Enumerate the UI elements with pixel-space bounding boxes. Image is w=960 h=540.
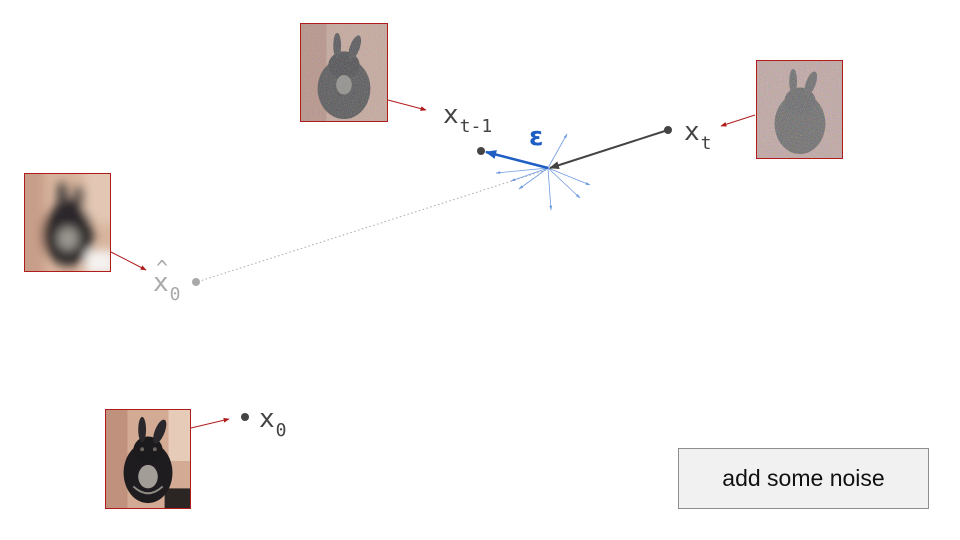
rabbit-photo-icon [25, 174, 110, 271]
label-base: x [259, 404, 275, 434]
connector-arrow-x0-hat [110, 251, 147, 271]
add-noise-button-label: add some noise [722, 465, 885, 491]
label-base: x [443, 100, 459, 130]
rabbit-photo-icon [301, 24, 387, 121]
connector-arrow-x-t [720, 114, 756, 127]
thumbnail-x0-hat [24, 173, 111, 272]
noise-arrow [518, 167, 549, 190]
connector-arrow-x-t-minus-1 [387, 99, 427, 111]
point-x-t [664, 126, 672, 134]
label-base: x [684, 117, 700, 147]
point-x0-hat [192, 278, 200, 286]
noise-arrow [547, 167, 581, 199]
thumbnail-x0 [105, 409, 191, 509]
hat-accent: ^ [156, 256, 169, 280]
thumbnail-x-t-minus-1 [300, 23, 388, 122]
noise-arrow [547, 167, 553, 211]
epsilon-label: ε [529, 122, 544, 152]
point-x-t-minus-1 [477, 147, 485, 155]
denoise-step-arrow [549, 129, 669, 170]
thumbnail-x-t [756, 60, 843, 159]
epsilon-arrow [484, 150, 549, 170]
label-x0-hat: ^x0 [153, 258, 181, 304]
label-x-t-minus-1: xt-1 [443, 100, 492, 136]
label-subscript: 0 [169, 284, 181, 305]
connector-arrow-x0 [190, 417, 230, 429]
label-subscript: t [700, 133, 712, 154]
noise-arrow [495, 167, 549, 175]
rabbit-photo-icon [757, 61, 842, 158]
noise-arrow [547, 167, 591, 186]
label-x-t: xt [684, 117, 712, 153]
label-subscript: t-1 [459, 116, 493, 137]
label-x0: x0 [259, 404, 287, 440]
prediction-dotted-line [199, 169, 547, 282]
label-subscript: 0 [275, 420, 287, 441]
point-x0 [241, 413, 249, 421]
noise-arrow [510, 167, 549, 182]
rabbit-photo-icon [106, 410, 190, 508]
add-noise-button[interactable]: add some noise [678, 448, 929, 509]
label-base: x [153, 268, 169, 298]
